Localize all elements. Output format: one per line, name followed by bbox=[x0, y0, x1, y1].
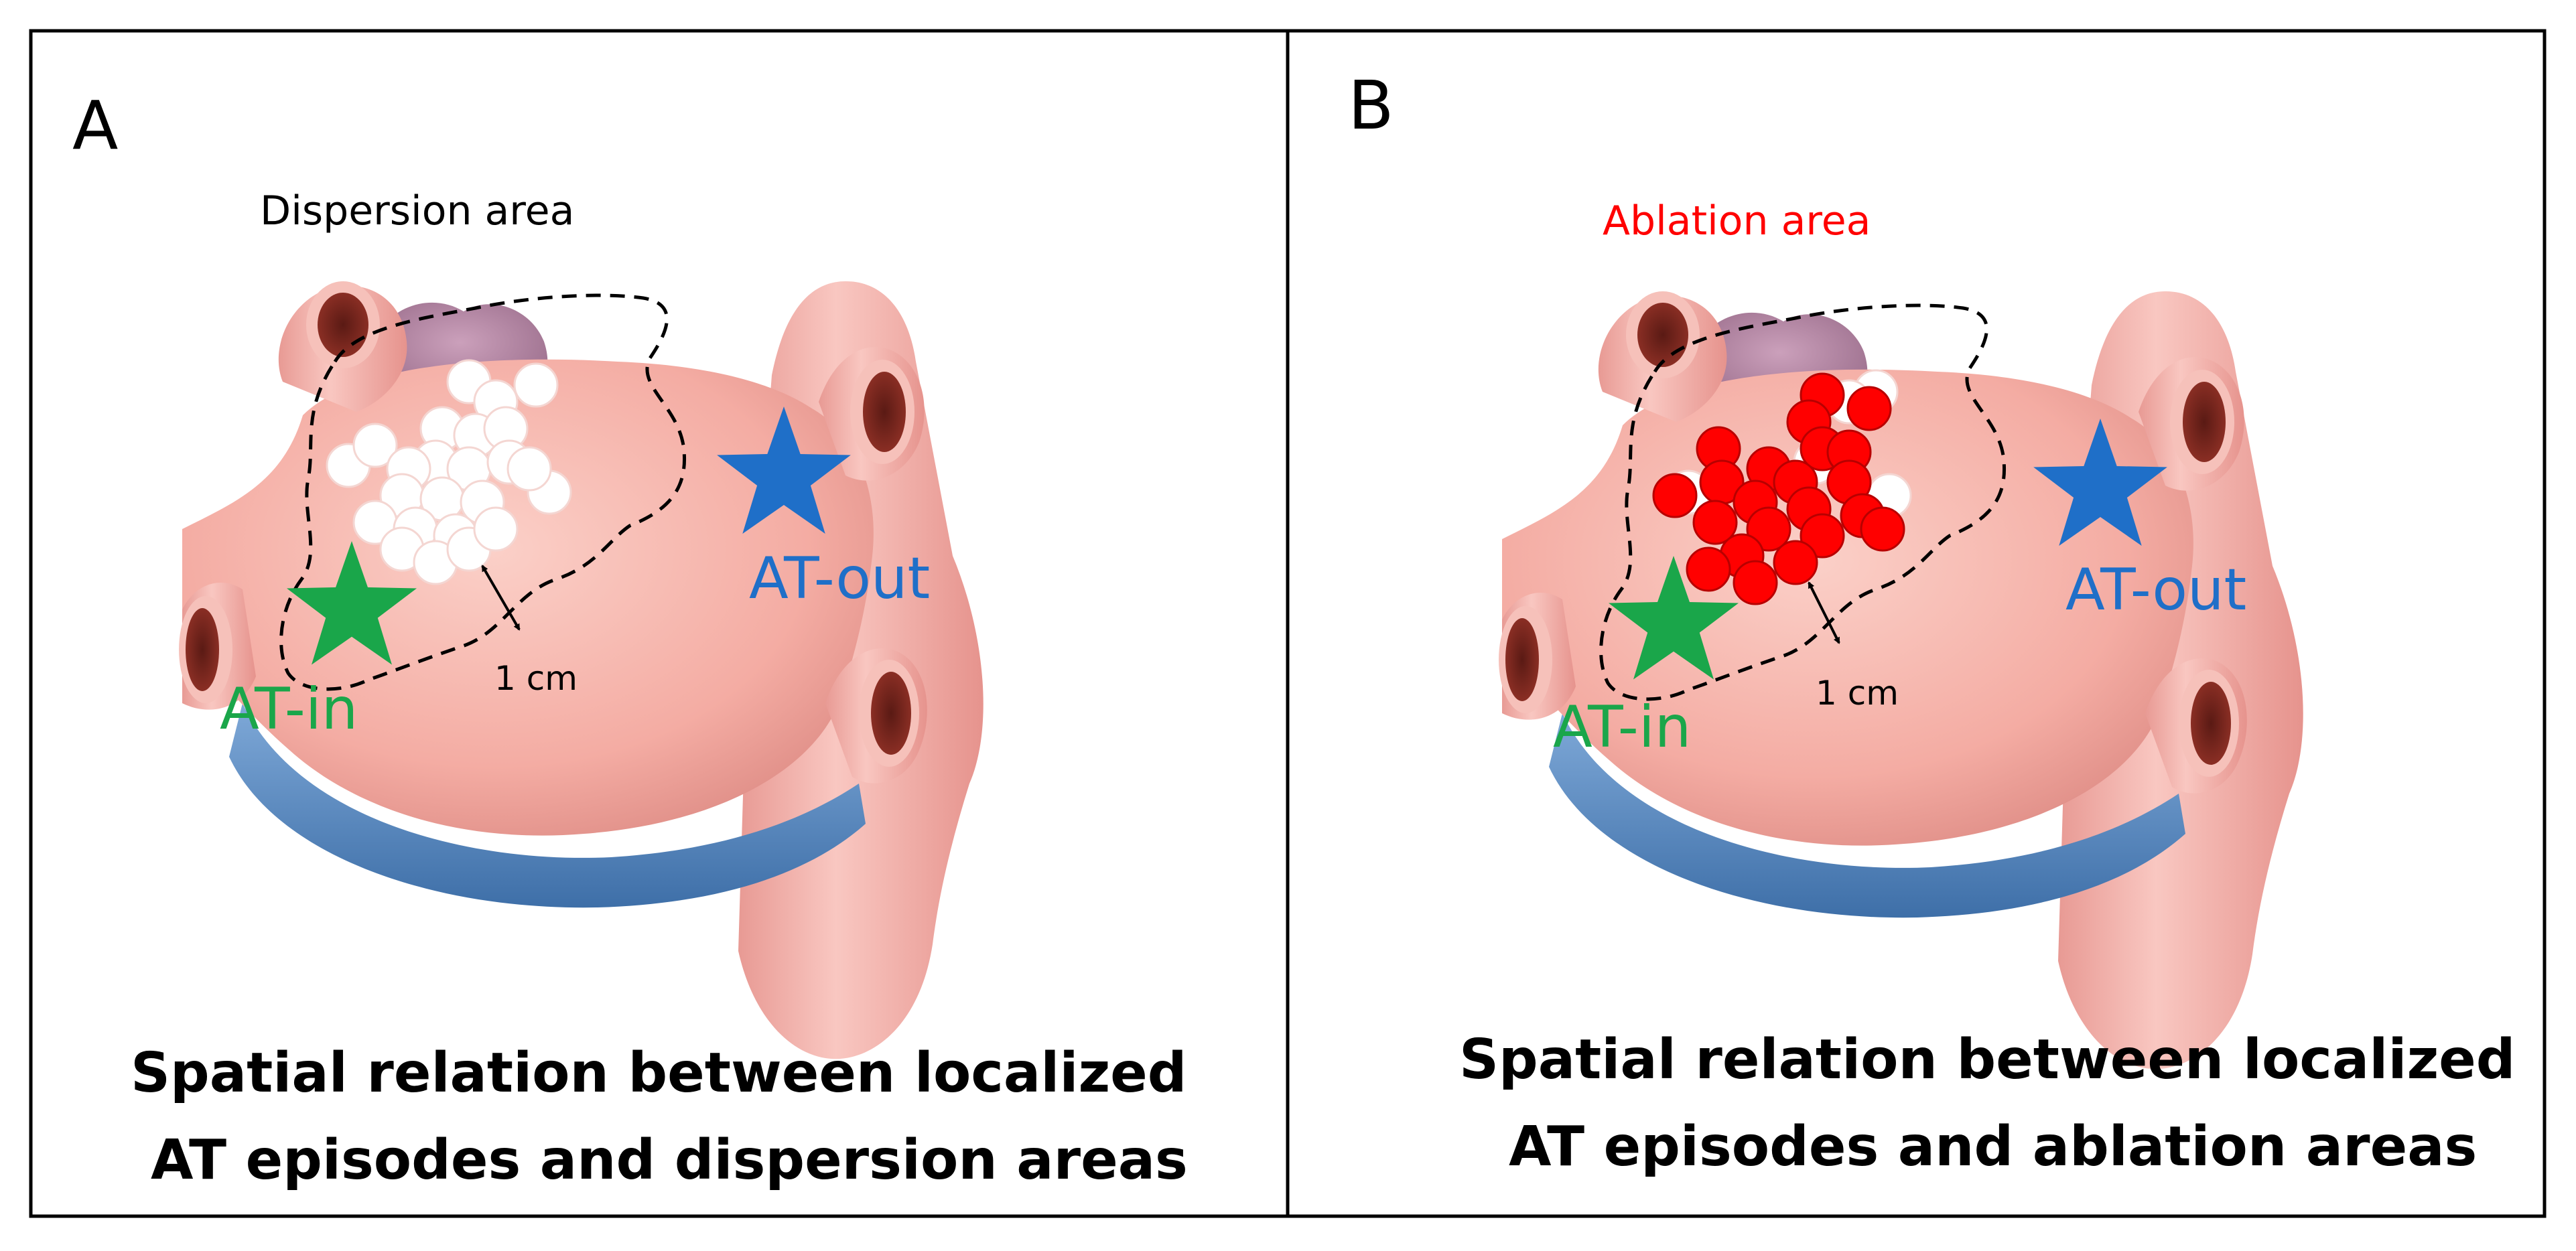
at-in-label: AT-in bbox=[220, 676, 358, 743]
panel-a: A Dispersion area 1 cm AT-in AT-out Spat… bbox=[72, 86, 1188, 1192]
scale-arrow bbox=[1808, 581, 1840, 644]
panel-b: B Ablation area 1 cm AT-in AT-out bbox=[1348, 66, 2516, 1179]
caption-line-2: AT episodes and dispersion areas bbox=[151, 1128, 1188, 1192]
ablation-points bbox=[1652, 372, 1905, 605]
heart-atrium-illustration bbox=[179, 281, 984, 1059]
scale-label: 1 cm bbox=[494, 659, 578, 698]
at-out-label: AT-out bbox=[749, 545, 930, 612]
scale-arrow bbox=[481, 565, 521, 631]
caption-line-1: Spatial relation between localized bbox=[131, 1041, 1187, 1105]
scale-label: 1 cm bbox=[1816, 674, 1899, 713]
caption-line-2: AT episodes and ablation areas bbox=[1509, 1115, 2477, 1179]
at-in-label: AT-in bbox=[1553, 694, 1691, 761]
panel-letter-a: A bbox=[72, 86, 118, 165]
at-out-label: AT-out bbox=[2065, 557, 2246, 623]
ablation-area-label: Ablation area bbox=[1603, 198, 1871, 244]
panel-letter-b: B bbox=[1348, 66, 1394, 145]
dispersion-area-label: Dispersion area bbox=[260, 188, 574, 234]
caption-line-1: Spatial relation between localized bbox=[1459, 1028, 2516, 1092]
heart-atrium-illustration bbox=[1499, 291, 2303, 1070]
localized-at-points bbox=[326, 359, 572, 585]
